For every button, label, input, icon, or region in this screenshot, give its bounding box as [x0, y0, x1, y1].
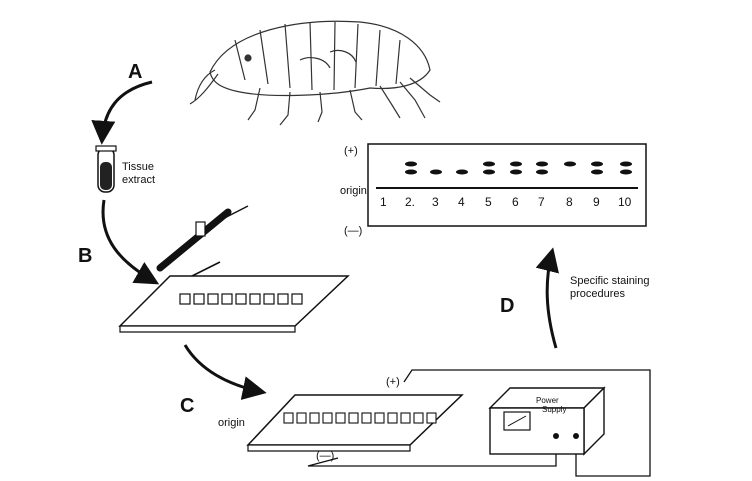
step-d-label: D [500, 295, 514, 317]
result-plus-label: (+) [344, 145, 358, 157]
gel-origin-label: origin [218, 417, 245, 429]
lane-label-8: 8 [566, 195, 573, 209]
gel-minus-label: (—) [316, 450, 334, 462]
tissue-extract-tube [95, 145, 117, 193]
gel-plate-loading [118, 275, 350, 333]
gel-plus-label: (+) [386, 376, 400, 388]
step-b-arrow [101, 199, 160, 285]
stained-gel-result [367, 143, 647, 227]
staining-label-line2: procedures [570, 288, 626, 300]
tube-label-line2: extract [122, 174, 155, 186]
tube-label-line1: Tissue [122, 161, 154, 173]
result-minus-label: (—) [344, 225, 362, 237]
result-origin-label: origin [340, 185, 367, 197]
power-supply-label-line1: Power [536, 396, 559, 405]
positive-terminal-icon [573, 433, 579, 439]
lane-label-6: 6 [512, 195, 519, 209]
lane-label-1: 1 [380, 195, 387, 209]
step-c-arrow [183, 344, 267, 400]
lane-label-10: 10 [618, 195, 632, 209]
lane-label-3: 3 [432, 195, 439, 209]
lane-label-9: 9 [593, 195, 600, 209]
electrophoresis-gel [246, 394, 464, 452]
step-d-arrow [535, 247, 559, 349]
negative-terminal-icon [553, 433, 559, 439]
staining-label-line1: Specific staining [570, 275, 650, 287]
step-a-arrow [91, 80, 153, 145]
step-c-label: C [180, 395, 194, 417]
power-supply-label-line2: Supply [542, 405, 566, 414]
step-b-label: B [78, 245, 92, 267]
lane-label-4: 4 [458, 195, 465, 209]
step-a-label: A [128, 61, 142, 83]
lane-label-5: 5 [485, 195, 492, 209]
lane-label-2: 2. [405, 195, 415, 209]
amphipod-illustration [189, 20, 441, 126]
power-supply [488, 386, 606, 456]
lane-label-7: 7 [538, 195, 545, 209]
